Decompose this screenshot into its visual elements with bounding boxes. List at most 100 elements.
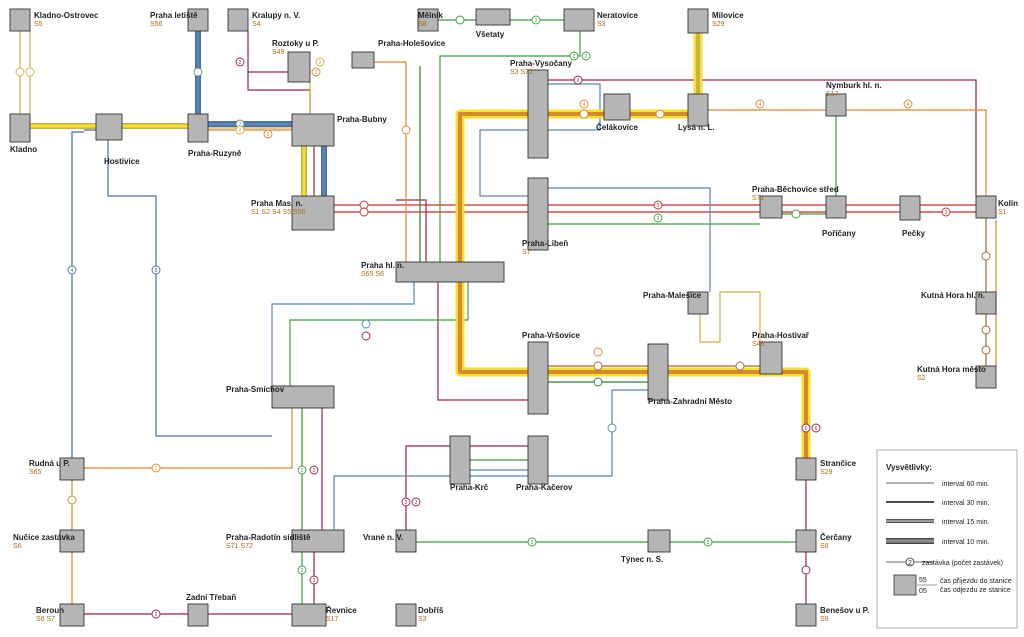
rail-line — [699, 291, 761, 343]
stop-circle — [311, 67, 321, 77]
stop-circle — [235, 125, 245, 135]
legend-interval-60: interval 60 min. — [942, 481, 990, 488]
stop-circle — [151, 609, 161, 619]
station-box[interactable] — [975, 291, 997, 315]
station-box[interactable] — [647, 343, 669, 401]
stop-circle — [193, 67, 203, 77]
station-box[interactable] — [687, 291, 709, 315]
stop-circle — [361, 331, 371, 341]
stop-count: 4 — [759, 102, 762, 108]
stop-circle — [981, 345, 991, 355]
station-lines: S71 S72 — [226, 543, 253, 550]
station-box[interactable] — [825, 93, 847, 117]
station-box[interactable] — [527, 177, 549, 251]
stop-count: 4 — [907, 102, 910, 108]
legend-station-box — [893, 574, 917, 596]
station-box[interactable] — [59, 457, 85, 481]
station-name: Dobříš — [418, 606, 444, 615]
stop-circle — [151, 463, 161, 473]
stop-count: 2 — [535, 18, 538, 24]
station-box[interactable] — [795, 603, 817, 627]
station-name: Čelákovice — [596, 123, 638, 132]
station-name: Kladno — [10, 145, 37, 154]
station-box[interactable] — [291, 113, 335, 147]
stop-circle — [309, 575, 319, 585]
legend-arrival-sample: 55 — [919, 577, 927, 584]
station-name: Kolín — [998, 199, 1018, 208]
legend-stop: zastávka (počet zastávek) — [922, 560, 1003, 567]
stop-circle — [527, 537, 537, 547]
station-box[interactable] — [9, 8, 31, 32]
station-name: Strančice — [820, 459, 857, 468]
stop-circle — [25, 67, 35, 77]
stop-count: 2 — [155, 466, 158, 472]
station-box[interactable] — [795, 529, 817, 553]
rail-line — [374, 61, 407, 262]
station-name: Praha-Smíchov — [226, 385, 285, 394]
station-box[interactable] — [795, 457, 817, 481]
stop-circle — [593, 347, 603, 357]
station-box[interactable] — [271, 385, 335, 409]
station-name: Řevnice — [326, 606, 357, 615]
station-box[interactable] — [187, 603, 209, 627]
station-box[interactable] — [527, 341, 549, 415]
stop-circle — [309, 465, 319, 475]
station-box[interactable] — [187, 113, 209, 143]
station-box[interactable] — [449, 435, 471, 485]
station-box[interactable] — [291, 603, 327, 627]
station-box[interactable] — [687, 93, 709, 127]
station-box[interactable] — [899, 195, 921, 221]
station-lines: S29 — [712, 21, 725, 28]
station-name: Kutná Hora hl. n. — [921, 291, 985, 300]
station-box[interactable] — [603, 93, 631, 121]
stop-count: 2 — [313, 468, 316, 474]
station-boxes — [9, 8, 997, 627]
station-name: Kladno-Ostrovec — [34, 11, 99, 20]
station-name: Praha-Bubny — [337, 115, 387, 124]
station-lines: S8 — [418, 21, 427, 28]
station-box[interactable] — [527, 69, 549, 159]
station-box[interactable] — [351, 51, 375, 69]
station-name: Praha-Libeň — [522, 239, 568, 248]
station-box[interactable] — [647, 529, 671, 553]
station-box[interactable] — [825, 195, 847, 219]
station-box[interactable] — [9, 113, 31, 143]
station-box[interactable] — [227, 8, 249, 32]
station-box[interactable] — [395, 603, 417, 627]
station-name: Lysá n. L. — [678, 123, 715, 132]
station-lines: S3 — [418, 616, 427, 623]
station-box[interactable] — [291, 195, 335, 231]
station-box[interactable] — [291, 529, 345, 553]
station-lines: S5 — [34, 21, 43, 28]
stop-count: 2 — [945, 210, 948, 216]
station-box[interactable] — [759, 341, 783, 375]
stop-count: 2 — [585, 54, 588, 60]
station-box[interactable] — [395, 529, 417, 553]
station-box[interactable] — [563, 8, 595, 32]
station-name: Praha-Holešovice — [378, 39, 446, 48]
stop-count: 2 — [577, 78, 580, 84]
station-box[interactable] — [59, 529, 85, 553]
station-box[interactable] — [475, 8, 511, 26]
station-name: Rudná u P. — [29, 459, 70, 468]
station-box[interactable] — [187, 8, 209, 32]
stop-circle — [67, 265, 77, 275]
station-box[interactable] — [417, 8, 439, 32]
station-box[interactable] — [527, 435, 549, 485]
legend-stop-circle — [905, 557, 915, 567]
station-name: Praha-Krč — [450, 483, 489, 492]
station-name: Týnec n. S. — [621, 555, 663, 564]
station-name: Praha Mas. n. — [251, 199, 303, 208]
station-box[interactable] — [395, 261, 505, 283]
station-box[interactable] — [975, 365, 997, 389]
station-name: Benešov u P. — [820, 606, 869, 615]
station-name: Kutná Hora město — [917, 365, 986, 374]
station-box[interactable] — [975, 195, 997, 219]
station-box[interactable] — [59, 603, 85, 627]
station-name: Zadní Třebaň — [186, 593, 236, 602]
station-box[interactable] — [759, 195, 783, 219]
station-box[interactable] — [687, 8, 709, 34]
station-box[interactable] — [287, 51, 311, 83]
station-box[interactable] — [95, 113, 123, 141]
